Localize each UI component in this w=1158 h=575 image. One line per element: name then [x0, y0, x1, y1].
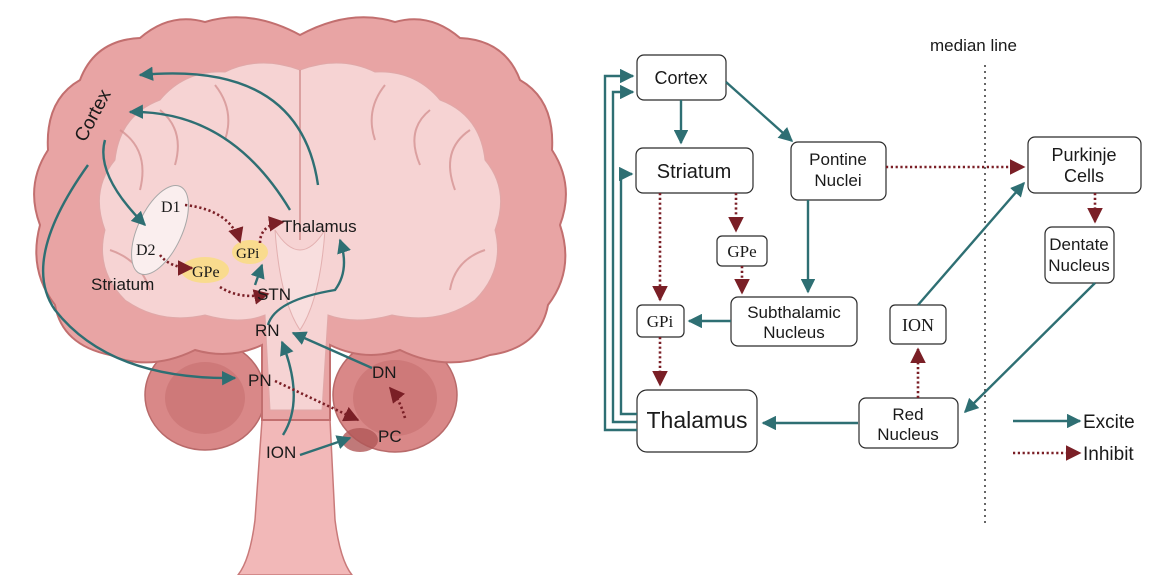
flow-red-label-1: Red	[892, 405, 923, 424]
brain-pn-label: PN	[248, 371, 272, 390]
brain-illustration	[34, 17, 566, 575]
flow-inhibit-arrows	[660, 167, 1095, 398]
flow-thalamus-label: Thalamus	[647, 407, 748, 433]
legend-inhibit-label: Inhibit	[1083, 444, 1134, 465]
flow-subthalamic-label-1: Subthalamic	[747, 303, 841, 322]
brain-gpi-label: GPi	[236, 246, 259, 262]
flow-ion-label: ION	[902, 315, 934, 335]
flow-excite-arrows	[605, 76, 1095, 430]
flow-dentate-label-2: Nucleus	[1048, 256, 1109, 275]
brain-d1-label: D1	[161, 199, 181, 216]
flow-gpi-label: GPi	[647, 312, 674, 331]
flow-striatum-label: Striatum	[657, 161, 731, 183]
flow-red-label-2: Nucleus	[877, 425, 938, 444]
brain-ion-label: ION	[266, 443, 296, 462]
brain-pc-label: PC	[378, 427, 402, 446]
brain-striatum-label: Striatum	[91, 275, 154, 294]
flow-purkinje-label-2: Cells	[1064, 166, 1104, 186]
flow-pontine-label-2: Nuclei	[814, 171, 861, 190]
brain-gpe-label: GPe	[192, 264, 220, 281]
flow-purkinje-label-1: Purkinje	[1051, 145, 1116, 165]
flow-gpe-label: GPe	[727, 242, 756, 261]
brain-d2-label: D2	[136, 242, 156, 259]
flow-pontine-label-1: Pontine	[809, 150, 867, 169]
flow-cortex-label: Cortex	[654, 68, 707, 88]
brain-rn-label: RN	[255, 321, 280, 340]
legend: Excite Inhibit	[1013, 412, 1135, 465]
legend-excite-label: Excite	[1083, 412, 1135, 433]
brain-thalamus-label: Thalamus	[282, 217, 357, 236]
brain-dn-label: DN	[372, 363, 397, 382]
brain-stn-label: STN	[257, 285, 291, 304]
flow-dentate-label-1: Dentate	[1049, 235, 1109, 254]
flow-subthalamic-label-2: Nucleus	[763, 323, 824, 342]
median-line-label: median line	[930, 36, 1017, 55]
